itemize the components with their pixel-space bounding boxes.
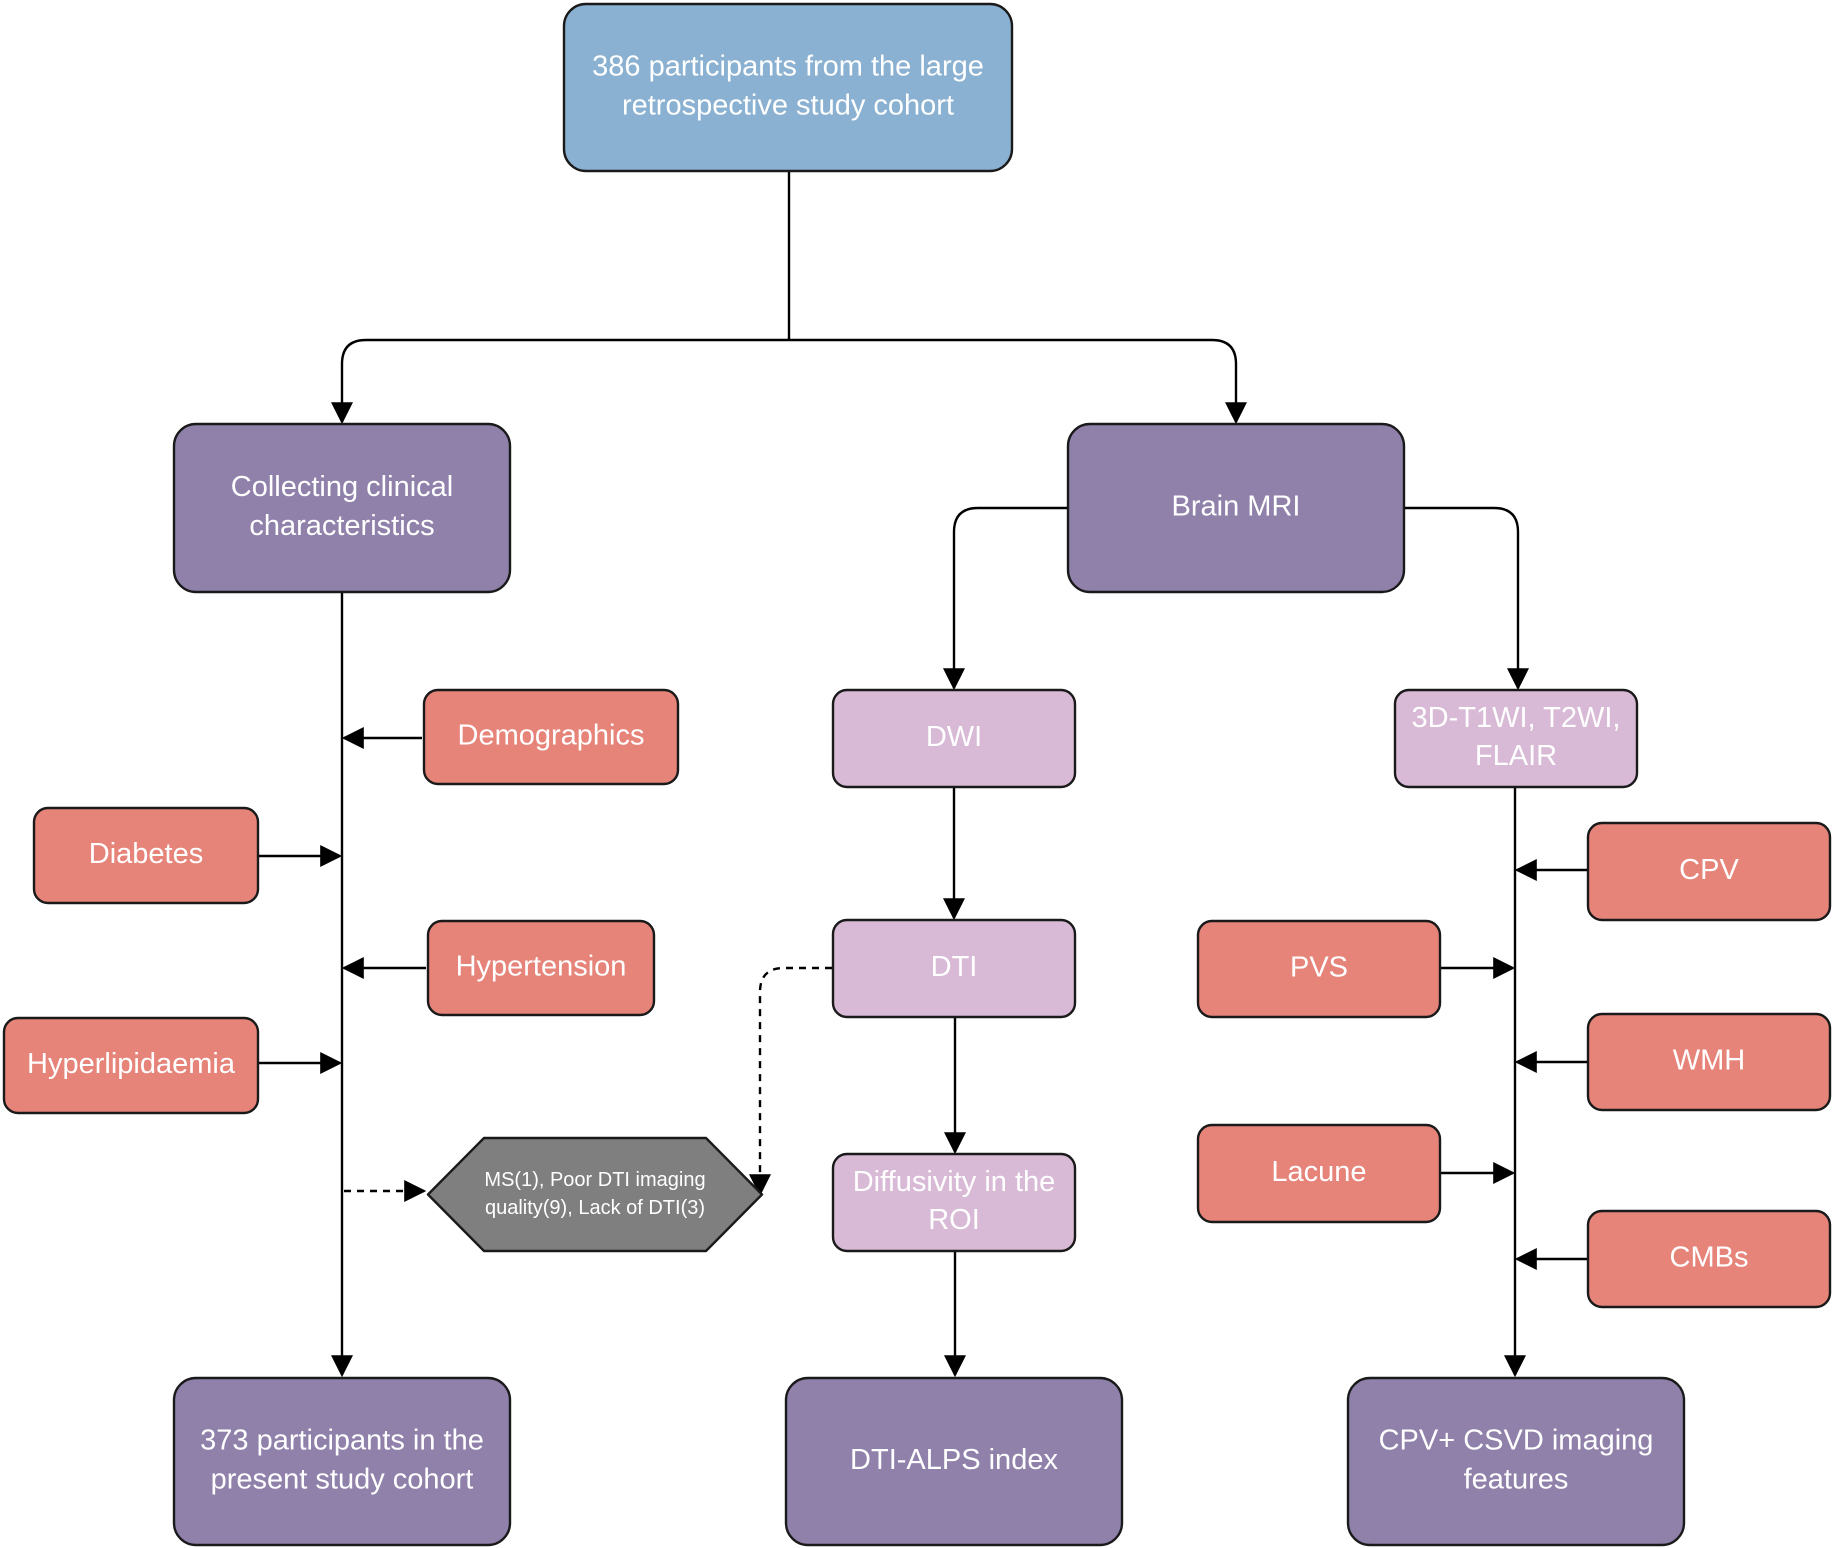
exclusion-node: MS(1), Poor DTI imaging quality(9), Lack … [426,1136,764,1253]
final-cohort-node-label: 373 participants in the [200,1425,484,1457]
brain-mri-node: Brain MRI [1066,422,1406,594]
pvs-node-shape [1196,919,1442,1019]
connector-mri-to-structural [1405,506,1529,691]
hyperlipidaemia-node: Hyperlipidaemia [2,1016,260,1115]
cmbs-node: CMBs [1586,1209,1832,1309]
clinical-characteristics-node-shape [172,422,512,594]
dti-node: DTI [831,918,1077,1019]
cmbs-node-label: CMBs [1670,1242,1749,1274]
connector-to-mri [789,338,1247,425]
structural-mri-node-label: FLAIR [1475,740,1557,772]
csvd-outcome-node-label: features [1464,1464,1569,1496]
csvd-outcome-node-label: CPV+ CSVD imaging [1379,1425,1654,1457]
source-cohort-node-shape [562,2,1014,173]
diffusivity-roi-node-label: Diffusivity in the [853,1166,1056,1198]
hypertension-node-label: Hypertension [456,951,627,983]
final-cohort-node: 373 participants in the present study coh… [172,1376,512,1547]
hyperlipidaemia-node-shape [2,1016,260,1115]
structural-mri-node: 3D-T1WI, T2WI, FLAIR [1393,688,1639,789]
wmh-node-label: WMH [1673,1045,1745,1077]
source-cohort-node-label: retrospective study cohort [622,90,954,122]
structural-mri-node-label: 3D-T1WI, T2WI, [1412,702,1621,734]
exclusion-node-shape [426,1136,764,1253]
dti-alps-index-node-label: DTI-ALPS index [850,1444,1058,1476]
wmh-node-shape [1586,1012,1832,1112]
hypertension-node: Hypertension [426,919,656,1017]
connector-to-clinical [331,338,789,425]
demographics-node-shape [422,688,680,786]
brain-mri-node-label: Brain MRI [1172,491,1301,523]
dwi-node-shape [831,688,1077,789]
demographics-node: Demographics [422,688,680,786]
lacune-node-shape [1196,1123,1442,1224]
dti-alps-index-node: DTI-ALPS index [784,1376,1124,1547]
dti-alps-index-node-shape [784,1376,1124,1547]
dwi-node-label: DWI [926,721,982,753]
source-cohort-node-label: 386 participants from the large [592,51,984,83]
dti-node-shape [831,918,1077,1019]
cpv-node: CPV [1586,821,1832,922]
structural-mri-node-shape [1393,688,1639,789]
clinical-characteristics-node-label: characteristics [249,510,434,542]
dti-node-label: DTI [931,951,978,983]
csvd-outcome-node-shape [1346,1376,1686,1547]
source-cohort-node: 386 participants from the large retrospec… [562,2,1014,173]
brain-mri-node-shape [1066,422,1406,594]
clinical-characteristics-node: Collecting clinical characteristics [172,422,512,594]
connector-dti-to-exclusion [749,966,832,1197]
lacune-node-label: Lacune [1271,1156,1366,1188]
connector-mri-to-dwi [943,506,1068,691]
cpv-node-shape [1586,821,1832,922]
lacune-node: Lacune [1196,1123,1442,1224]
diabetes-node-shape [32,806,260,905]
final-cohort-node-label: present study cohort [211,1464,474,1496]
diffusivity-roi-node-label: ROI [928,1204,980,1236]
demographics-node-label: Demographics [458,720,645,752]
hypertension-node-shape [426,919,656,1017]
csvd-outcome-node: CPV+ CSVD imaging features [1346,1376,1686,1547]
exclusion-node-label: quality(9), Lack of DTI(3) [485,1197,705,1219]
hyperlipidaemia-node-label: Hyperlipidaemia [27,1048,236,1080]
diffusivity-roi-node-shape [831,1152,1077,1253]
pvs-node: PVS [1196,919,1442,1019]
cmbs-node-shape [1586,1209,1832,1309]
final-cohort-node-shape [172,1376,512,1547]
pvs-node-label: PVS [1290,952,1348,984]
clinical-characteristics-node-label: Collecting clinical [231,471,453,503]
cpv-node-label: CPV [1679,854,1739,886]
connectors [259,171,1587,1378]
diabetes-node-label: Diabetes [89,838,203,870]
dwi-node: DWI [831,688,1077,789]
diabetes-node: Diabetes [32,806,260,905]
exclusion-node-label: MS(1), Poor DTI imaging [484,1169,705,1191]
wmh-node: WMH [1586,1012,1832,1112]
